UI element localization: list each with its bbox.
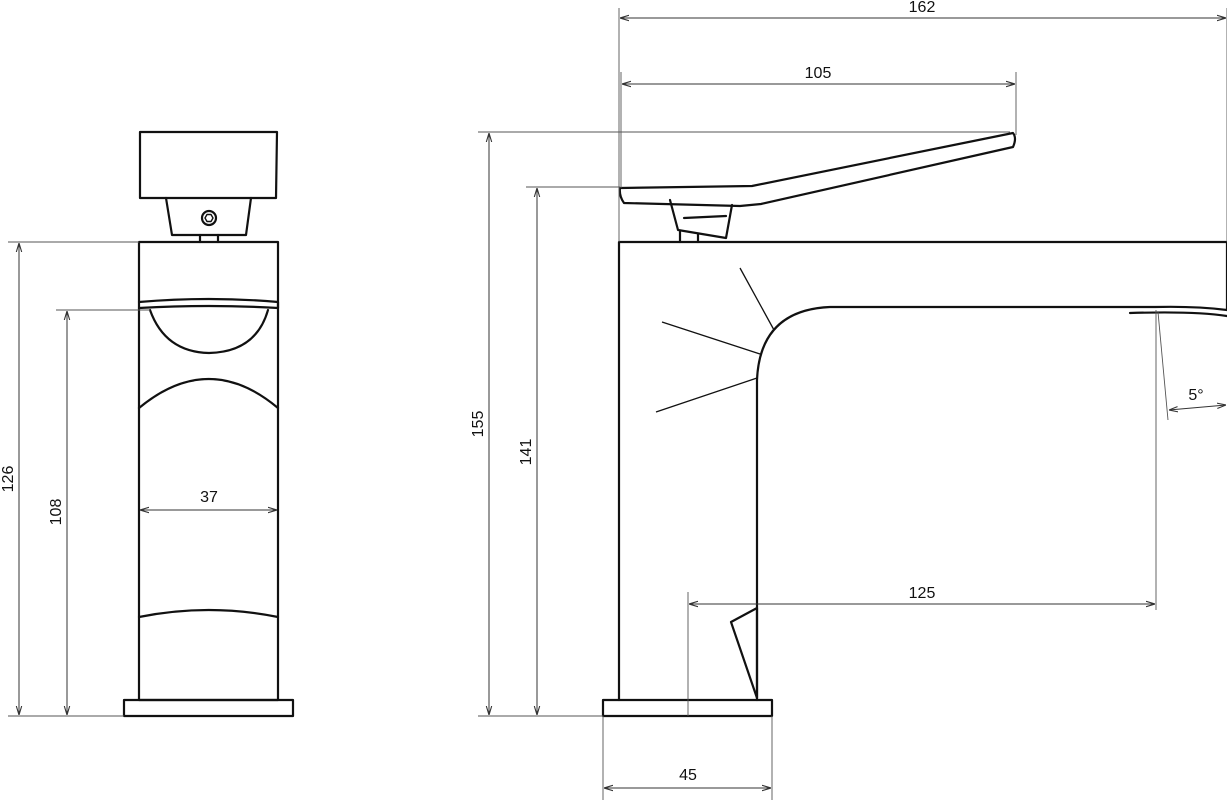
front-view: 126 108 37: [0, 130, 295, 718]
front-base: [122, 698, 295, 718]
dim-label-side-spout-angle: 5°: [1188, 387, 1203, 404]
side-body-spout: [617, 240, 1227, 702]
dim-label-side-base-width: 45: [679, 767, 697, 784]
dim-label-side-total-length: 162: [909, 0, 936, 16]
front-body-band: [137, 297, 280, 310]
front-spout-outlet: [148, 308, 270, 355]
dim-side-handle-length: 105: [620, 65, 1017, 188]
dim-label-front-height-total: 126: [0, 466, 17, 493]
spout-underside-curve: [1128, 311, 1227, 318]
dim-side-spout-reach: 125: [687, 310, 1157, 716]
front-body-curve-lower: [137, 608, 280, 619]
dim-label-front-body-height: 108: [48, 499, 65, 526]
side-base: [601, 698, 774, 718]
dim-side-body-height: 141: [518, 186, 620, 715]
dim-front-body-height: 108: [48, 309, 150, 715]
dim-side-base-width: 45: [602, 716, 773, 800]
dim-label-side-handle-length: 105: [805, 65, 832, 82]
stem-detail: [682, 214, 728, 220]
front-handle-stem: [164, 196, 253, 237]
dim-label-side-body-height: 141: [518, 439, 535, 466]
front-handle: [138, 130, 279, 200]
front-body: [137, 240, 280, 702]
dim-label-side-spout-reach: 125: [909, 585, 936, 602]
dim-side-spout-angle: 5°: [1157, 311, 1226, 421]
dim-front-body-width: 37: [140, 489, 277, 510]
side-bottom-outlet: [729, 606, 759, 700]
side-view: 162 105 155 141 125: [470, 0, 1227, 800]
side-handle-stem: [668, 198, 734, 240]
dim-side-total-height: 155: [470, 131, 1010, 717]
dim-label-front-body-width: 37: [200, 489, 218, 506]
hex-screw-icon: [200, 209, 218, 227]
side-lever-handle: [618, 131, 1017, 208]
stem-neck: [678, 230, 700, 244]
hex-socket-icon: [204, 213, 214, 223]
dim-front-height-total: 126: [0, 241, 139, 717]
dim-side-total-length: 162: [618, 0, 1227, 242]
dim-label-side-total-height: 155: [470, 411, 487, 438]
radius-construction-lines: [655, 267, 775, 413]
front-body-curve-upper: [137, 378, 280, 410]
